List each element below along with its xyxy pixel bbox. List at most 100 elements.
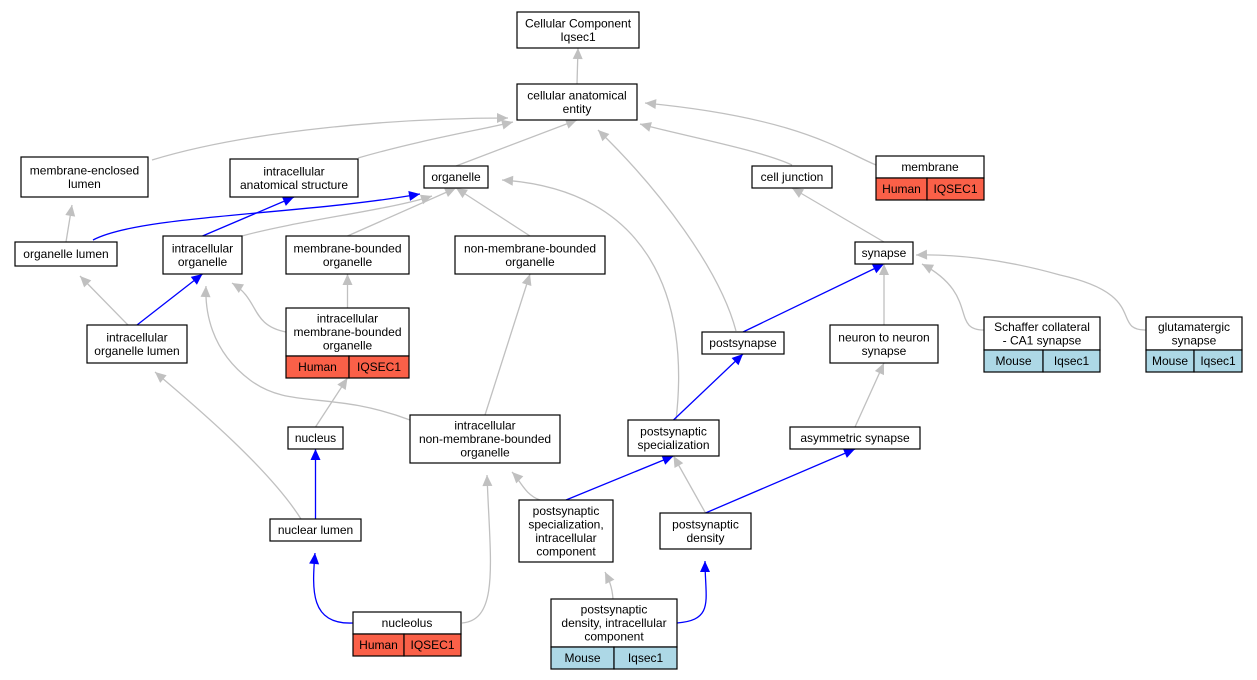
arrowhead-icon: [731, 354, 743, 366]
node-label-line: intracellular: [263, 164, 324, 178]
node-label-line: organelle: [431, 170, 481, 184]
edge-nucleolus-to-inmbo: [461, 474, 493, 624]
node-nl[interactable]: nuclear lumen: [269, 518, 362, 542]
node-label-line: intracellular: [535, 531, 596, 545]
edge-glut-to-synapse: [915, 249, 1147, 331]
edge-psic-to-inmbo: [511, 471, 541, 501]
arrowhead-icon: [155, 372, 167, 383]
node-label-line: postsynaptic: [640, 424, 707, 438]
node-label-line: organelle lumen: [23, 247, 108, 261]
edge-nl-to-iol: [154, 371, 302, 520]
node-label-line: intracellular: [106, 330, 167, 344]
arrowhead-icon: [792, 188, 805, 198]
edge-line: [202, 196, 295, 237]
node-box: [454, 235, 606, 275]
node-imbo[interactable]: intracellularmembrane-boundedorganelleHu…: [285, 307, 410, 379]
edge-ol-to-organelle: [92, 190, 421, 241]
edge-line: [915, 254, 1147, 331]
node-synapse[interactable]: synapse: [854, 241, 914, 265]
gene-label: Iqsec1: [1054, 354, 1090, 368]
edge-iol-to-io: [136, 273, 203, 326]
node-box: [423, 165, 489, 189]
node-box: [285, 235, 410, 275]
node-label-line: intracellular: [172, 241, 233, 255]
edge-synapse-to-cj: [791, 187, 885, 243]
arrowhead-icon: [232, 283, 244, 293]
edge-line: [639, 123, 793, 166]
node-box: [659, 512, 752, 550]
edge-sc-to-synapse: [921, 263, 985, 331]
node-label-line: organelle: [178, 255, 228, 269]
edge-line: [92, 193, 421, 241]
node-label-line: postsynaptic: [581, 603, 648, 617]
edge-inmbo-to-nmbo: [484, 273, 532, 416]
edge-cae-to-root: [572, 47, 583, 85]
arrowhead-icon: [512, 472, 524, 484]
node-organelle[interactable]: organelle: [423, 165, 489, 189]
node-psic[interactable]: postsynapticspecialization,intracellular…: [518, 499, 614, 563]
node-asym[interactable]: asymmetric synapse: [789, 426, 921, 450]
node-label-line: membrane-bounded: [293, 325, 401, 339]
arrowhead-icon: [497, 113, 508, 123]
node-box: [550, 598, 678, 648]
node-label-line: entity: [563, 102, 592, 116]
gene-badge: [1042, 349, 1101, 373]
arrowhead-icon: [874, 363, 885, 376]
node-cj[interactable]: cell junction: [751, 165, 833, 189]
node-box: [162, 235, 243, 275]
arrowhead-icon: [645, 99, 657, 110]
node-box: [229, 158, 359, 198]
arrowhead-icon: [200, 286, 211, 298]
node-box: [516, 83, 638, 121]
edge-cj-to-cae: [639, 122, 793, 166]
node-label-line: non-membrane-bounded: [464, 241, 596, 255]
edge-line: [347, 187, 457, 237]
node-label-line: postsynapse: [709, 336, 777, 350]
edge-line: [151, 117, 509, 161]
edge-inmbo-to-io: [200, 285, 411, 421]
node-label-line: density, intracellular: [561, 616, 666, 630]
arrowhead-icon: [342, 274, 353, 285]
edge-postsynapse-to-synapse: [742, 263, 885, 333]
gene-badge: [403, 633, 462, 657]
node-nucleus[interactable]: nucleus: [287, 426, 344, 450]
arrowhead-icon: [673, 456, 684, 469]
node-box: [269, 518, 362, 542]
node-box: [701, 331, 785, 355]
node-label-line: neuron to neuron: [838, 330, 929, 344]
node-label-line: nuclear lumen: [278, 523, 353, 537]
node-label-line: synapse: [862, 344, 907, 358]
node-label-line: - CA1 synapse: [1003, 333, 1082, 347]
node-label-line: Iqsec1: [560, 30, 596, 44]
node-postsynapse[interactable]: postsynapse: [701, 331, 785, 355]
arrowhead-icon: [572, 48, 583, 60]
arrowhead-icon: [842, 448, 855, 458]
node-ol[interactable]: organelle lumen: [14, 241, 118, 267]
gene-label: Iqsec1: [1200, 354, 1236, 368]
edge-line: [921, 263, 985, 331]
arrowhead-icon: [408, 190, 420, 201]
node-label-line: asymmetric synapse: [800, 431, 910, 445]
species-label: Human: [298, 360, 337, 374]
edge-mbo-to-organelle: [347, 187, 457, 237]
node-inmbo[interactable]: intracellularnon-membrane-boundedorganel…: [409, 414, 561, 464]
arrowhead-icon: [310, 449, 321, 460]
edge-imbo-to-mbo: [342, 274, 353, 308]
edge-pdic-to-psic: [604, 571, 615, 600]
